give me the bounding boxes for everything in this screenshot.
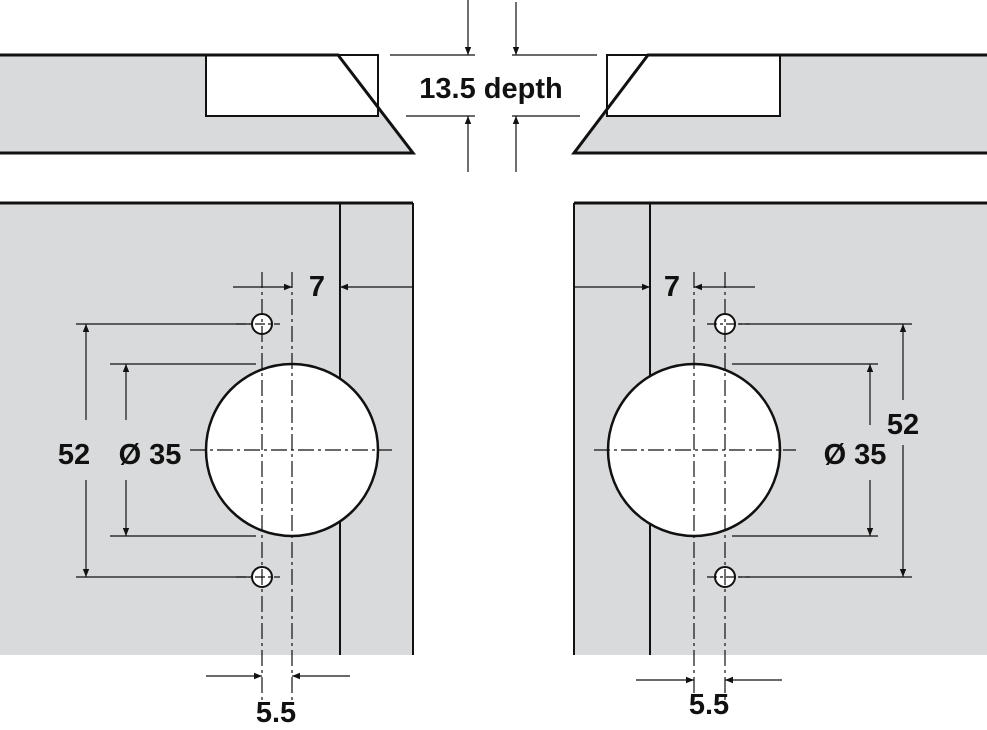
- left-edge-offset-label: 7: [309, 271, 325, 303]
- left-hole-offset-label: 5.5: [256, 697, 296, 729]
- right-hole-offset-label: 5.5: [689, 689, 729, 721]
- left-dimensions: [76, 272, 413, 700]
- right-cup-diameter-label: Ø 35: [824, 439, 887, 471]
- right-door-panel: [573, 201, 987, 655]
- right-hole-spacing-label: 52: [887, 409, 919, 441]
- left-door-panel: [0, 201, 414, 655]
- left-cup-diameter-label: Ø 35: [119, 439, 182, 471]
- right-section-view: [570, 53, 987, 155]
- depth-dimension: [390, 0, 597, 172]
- depth-label: 13.5 depth: [419, 73, 562, 105]
- right-dimensions: [574, 272, 912, 700]
- right-edge-offset-label: 7: [664, 271, 680, 303]
- left-section-view: [0, 53, 417, 155]
- left-hole-spacing-label: 52: [58, 439, 90, 471]
